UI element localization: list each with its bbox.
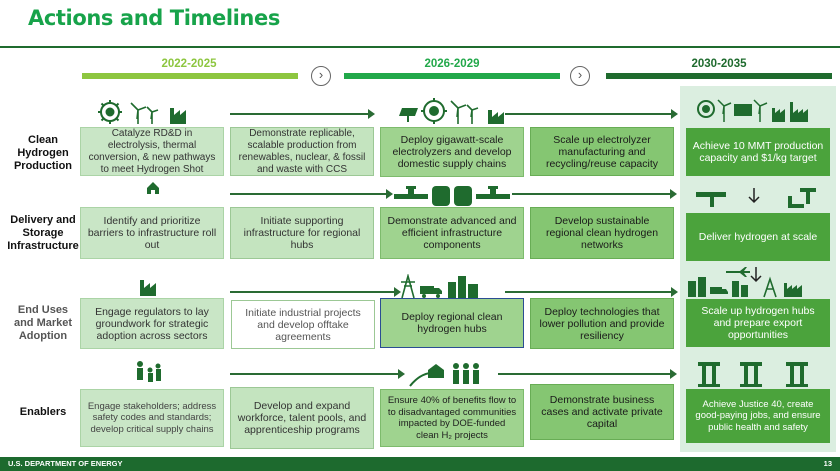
phase-label-2: 2026-2029 [424,58,480,70]
timeline-arrow [230,369,405,379]
action-cell: Scale up hydrogen hubs and prepare expor… [686,299,830,347]
solar-panel-icon [399,108,418,122]
factory-icon [772,102,808,122]
down-arrow-icon [748,188,760,204]
footer-bar: U.S. DEPARTMENT OF ENERGY 13 [0,457,840,471]
family-icon [137,361,161,382]
phase-label-1: 2022-2025 [161,58,217,70]
production-icons [98,100,186,124]
action-cell: Engage regulators to lay groundwork for … [80,298,224,349]
timeline-arrow [512,189,677,199]
timeline-arrow [498,369,677,379]
timeline-arrow [505,109,678,119]
page-title: Actions and Timelines [28,6,280,30]
city-icon [688,277,706,297]
power-tower-icon [763,276,777,298]
wind-turbine-icon [130,102,159,124]
factory-icon [784,283,802,297]
timeline-arrow [505,287,678,297]
house-icon [409,364,444,387]
action-cell: Demonstrate replicable, scalable product… [230,127,374,176]
factory-icon [170,108,186,124]
power-tower-icon [401,274,415,299]
house-icon [147,182,159,194]
gear-icon [98,100,122,124]
wind-turbine-icon [450,100,479,124]
truck-icon [710,287,728,294]
gear-icon [697,100,715,118]
city-icon [448,276,478,298]
phase-label-3: 2030-2035 [691,58,747,70]
chevron-right-icon[interactable]: › [311,66,331,86]
action-cell: Catalyze RD&D in electrolysis, thermal c… [80,127,224,176]
factory-icon [140,280,156,296]
wind-turbine-icon [753,99,768,122]
action-cell: Demonstrate advanced and efficient infra… [380,207,524,259]
gear-icon [421,98,447,124]
action-cell: Deploy technologies that lower pollution… [530,298,674,349]
pipe-valve-icon [788,188,816,208]
phase-bar-1 [82,73,298,79]
solar-panel-icon [734,104,752,116]
action-cell: Achieve 10 MMT production capacity and $… [686,128,830,176]
action-cell: Demonstrate business cases and activate … [530,384,674,440]
action-cell: Scale up electrolyzer manufacturing and … [530,127,674,176]
action-cell: Initiate industrial projects and develop… [231,300,375,349]
infrastructure-icons [394,186,510,206]
columns-icon [698,362,808,387]
pipe-valve-icon [696,192,726,207]
action-cell: Achieve Justice 40, create good-paying j… [686,389,830,443]
pipe-valve-icon [476,186,510,199]
people-icon [453,363,479,384]
action-cell: Deploy regional clean hydrogen hubs [380,298,524,348]
timeline-arrow [230,189,393,199]
footer-org: U.S. DEPARTMENT OF ENERGY [8,459,123,468]
export-icons [688,267,802,298]
action-cell: Identify and prioritize barriers to infr… [80,207,224,259]
down-arrow-icon [750,267,762,283]
airplane-icon [726,267,750,277]
enabler-icons [409,363,479,387]
action-cell: Deliver hydrogen at scale [686,213,830,261]
action-cell: Initiate supporting infrastructure for r… [230,207,374,259]
truck-icon [420,286,442,298]
pipe-valve-icon [394,186,428,199]
end-use-icons [401,274,478,299]
timeline-arrow [230,109,375,119]
delivery-icons [696,188,816,208]
timeline-arrow [230,287,401,297]
factory-icon [488,110,504,124]
production-icons-3 [697,99,808,122]
action-cell: Deploy gigawatt-scale electrolyzers and … [380,127,524,177]
title-divider [0,46,840,48]
chevron-right-icon[interactable]: › [570,66,590,86]
row-label-enablers: Enablers [19,406,67,418]
wind-turbine-icon [717,99,732,122]
phase-bar-3 [606,73,832,79]
city-icon [732,281,748,297]
action-cell: Engage stakeholders; address safety code… [80,389,224,447]
action-cell: Ensure 40% of benefits flow to to disadv… [380,389,524,447]
phase-bar-2 [344,73,560,79]
action-cell: Develop sustainable regional clean hydro… [530,207,674,259]
storage-tank-icon [432,186,472,206]
production-icons-2 [399,98,479,124]
action-cell: Develop and expand workforce, talent poo… [230,387,374,449]
page-number: 13 [823,459,832,468]
